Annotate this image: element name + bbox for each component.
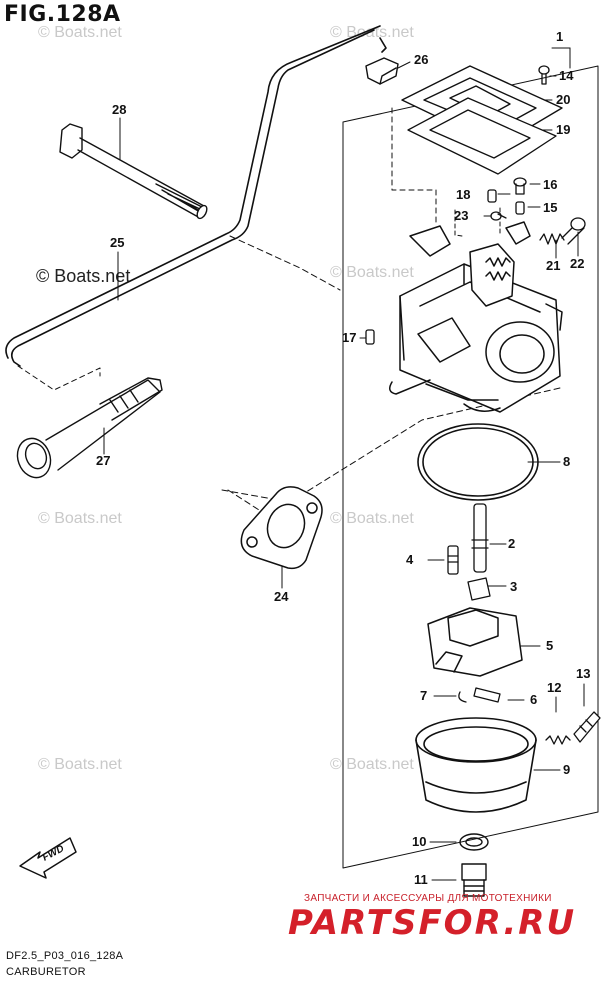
figure-name: CARBURETOR [6, 966, 86, 978]
callout-15: 15 [543, 200, 558, 215]
carburetor-body [389, 221, 563, 413]
callout-20: 20 [556, 92, 571, 107]
callout-21: 21 [546, 258, 561, 273]
fwd-arrow-icon [19, 837, 77, 879]
part-26-clip [365, 57, 399, 85]
callout-5: 5 [546, 638, 554, 653]
watermark: © Boats.net [330, 24, 414, 41]
part-9-float-bowl [415, 717, 537, 813]
callout-19: 19 [556, 122, 571, 137]
callout-28: 28 [112, 102, 127, 117]
watermark: © Boats.net [330, 510, 414, 527]
watermark: © Boats.net [330, 264, 414, 281]
part-19-gasket-plate [407, 97, 557, 175]
part-14-screw [538, 65, 550, 85]
part-12-13-spring-screw [545, 711, 601, 745]
part-17-plug [365, 329, 375, 345]
callout-7: 7 [420, 688, 428, 703]
part-28-bolt [59, 123, 208, 220]
watermark: © Boats.net [38, 24, 122, 41]
part-8-o-ring [417, 423, 539, 501]
watermark: © Boats.net [38, 756, 122, 773]
callout-13: 13 [576, 666, 591, 681]
callout-25: 25 [110, 235, 125, 250]
part-3-holder [467, 577, 491, 601]
callout-12: 12 [547, 680, 562, 695]
callout-9: 9 [563, 762, 571, 777]
callout-22: 22 [570, 256, 585, 271]
callout-24: 24 [274, 589, 289, 604]
brand-logo: PARTSFOR.RU [288, 903, 577, 943]
callout-2: 2 [508, 536, 516, 551]
part-24-gasket [240, 486, 323, 570]
small-screws-16-18-15-23 [487, 177, 527, 221]
watermark: © Boats.net [38, 510, 122, 527]
watermark: © Boats.net [36, 266, 131, 286]
part-5-float [427, 607, 523, 677]
figure-code: DF2.5_P03_016_128A [6, 950, 124, 962]
callout-3: 3 [510, 579, 518, 594]
callout-1: 1 [556, 29, 564, 44]
callout-14: 14 [559, 68, 574, 83]
part-11-drain-screw [461, 863, 487, 897]
assembly-frame [342, 65, 599, 869]
callout-23: 23 [454, 208, 469, 223]
callout-11: 11 [414, 872, 428, 887]
callout-26: 26 [414, 52, 429, 67]
callout-8: 8 [563, 454, 571, 469]
brand-tagline: ЗАПЧАСТИ И АКСЕССУАРЫ ДЛЯ МОТОТЕХНИКИ [304, 893, 552, 904]
part-21-22-spring-screw [539, 217, 586, 245]
callout-10: 10 [412, 834, 427, 849]
callout-18: 18 [456, 187, 471, 202]
callout-6: 6 [530, 692, 538, 707]
part-27-choke-rod [16, 377, 163, 479]
part-4-jet [447, 545, 459, 575]
part-6-7-pin-clip [458, 687, 501, 703]
callout-4: 4 [406, 552, 414, 567]
callout-16: 16 [543, 177, 558, 192]
part-25-fuel-tube [5, 25, 387, 367]
part-10-washer [459, 833, 489, 851]
watermark: © Boats.net [330, 756, 414, 773]
figure-title: FIG.128A [4, 2, 121, 27]
callout-17: 17 [342, 330, 357, 345]
part-2-nozzle [471, 503, 489, 573]
callout-27: 27 [96, 453, 111, 468]
